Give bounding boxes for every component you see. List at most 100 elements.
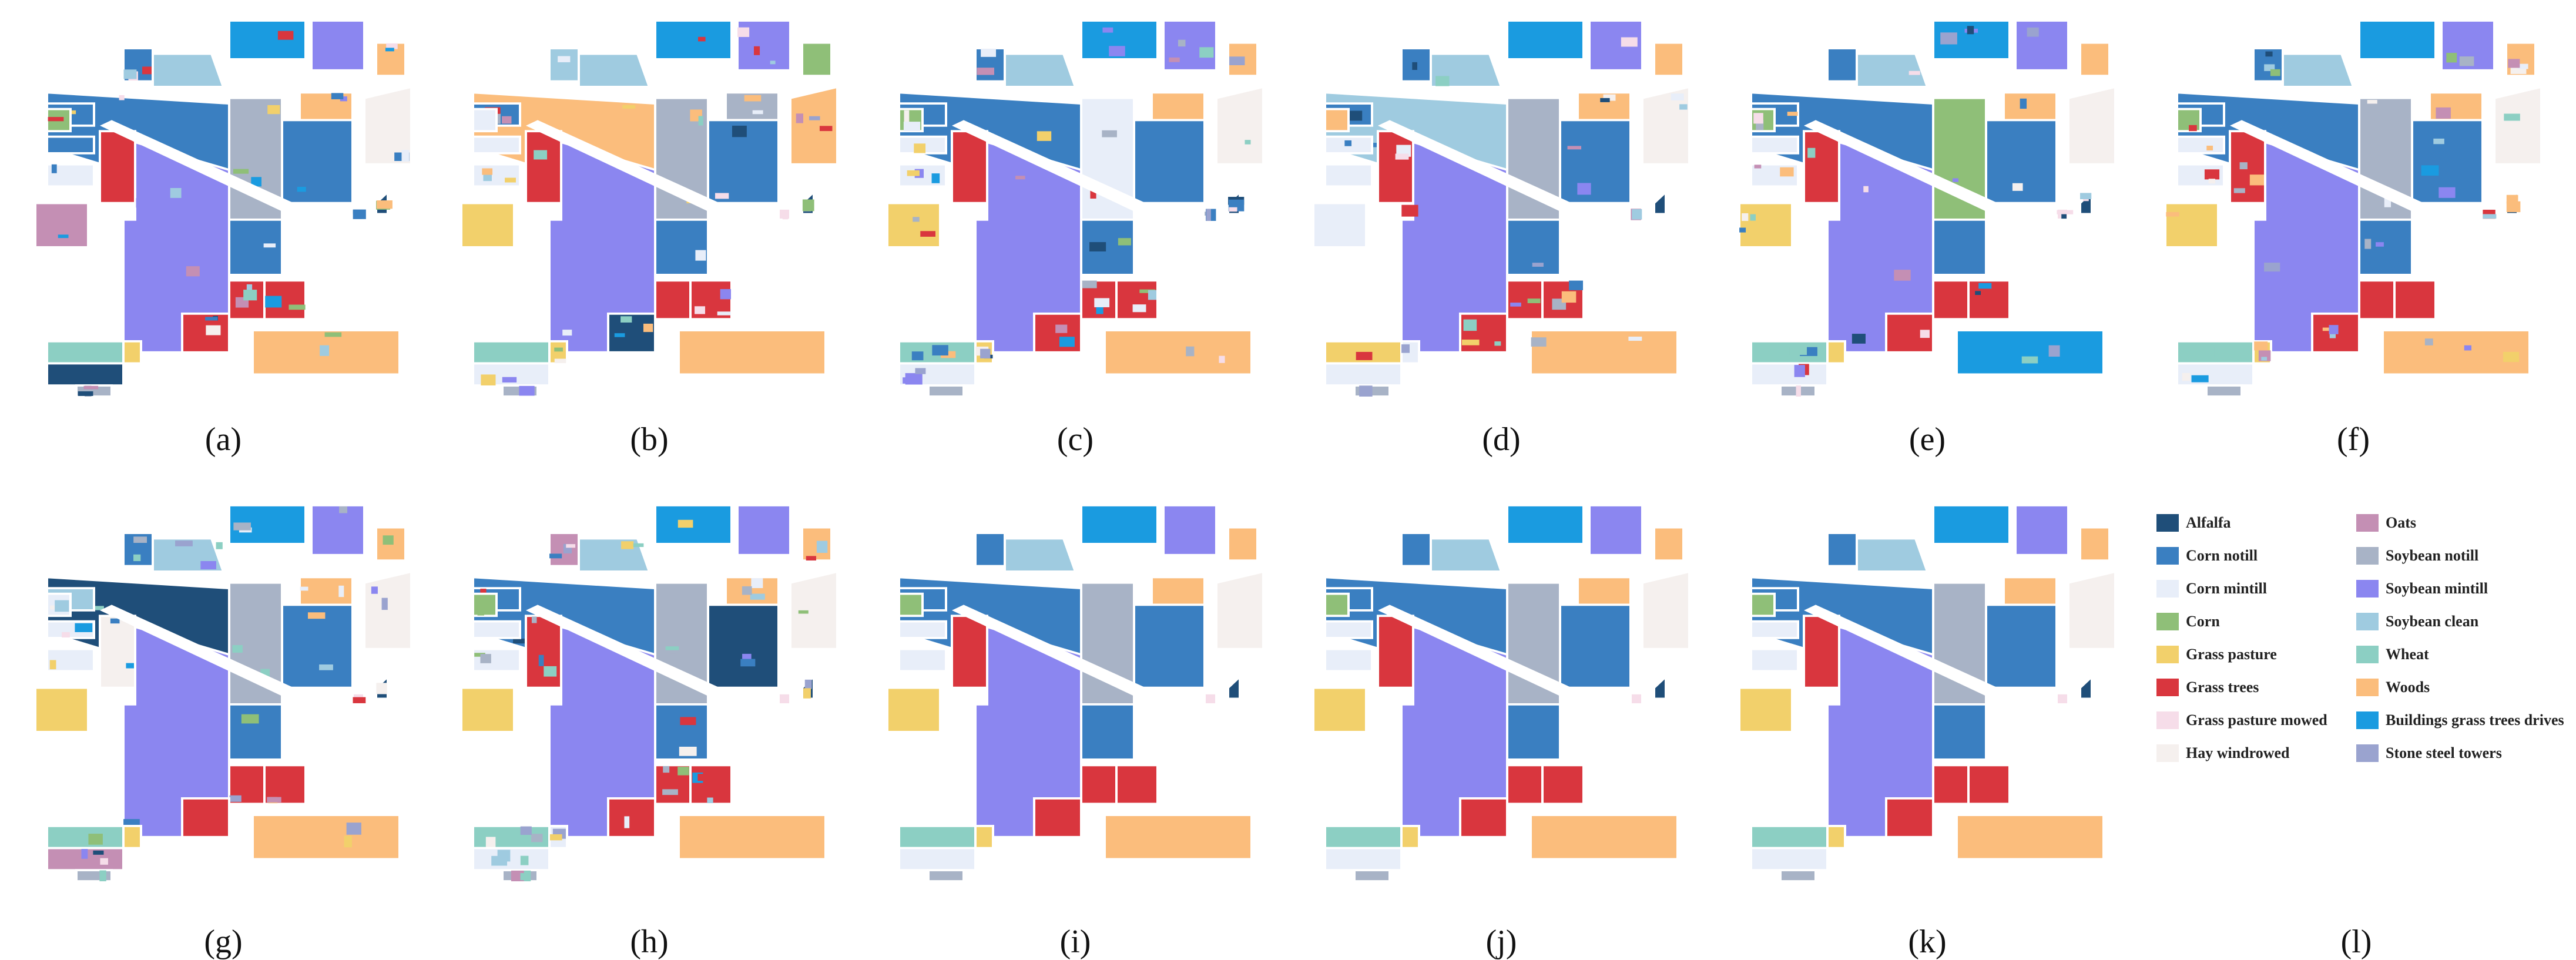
noise-patch xyxy=(677,767,689,776)
noise-patch xyxy=(1600,98,1610,102)
noise-patch xyxy=(913,217,920,222)
noise-patch xyxy=(1356,351,1373,360)
field-16 xyxy=(228,218,283,276)
noise-patch xyxy=(798,610,809,614)
noise-patch xyxy=(513,638,530,644)
field-3 xyxy=(1588,21,1643,72)
noise-patch xyxy=(1344,140,1352,146)
noise-patch xyxy=(1894,270,1911,281)
noise-patch xyxy=(1055,324,1068,333)
field-4 xyxy=(1227,526,1259,562)
field-21 xyxy=(898,825,977,850)
legend-swatch xyxy=(2156,646,2179,663)
noise-patch xyxy=(1169,57,1180,62)
field-3 xyxy=(1162,505,1217,556)
noise-patch xyxy=(505,177,516,183)
noise-patch xyxy=(2166,212,2179,217)
noise-patch xyxy=(51,164,57,173)
noise-patch xyxy=(1967,26,1974,35)
field-20 xyxy=(677,814,827,861)
noise-patch xyxy=(1852,334,1866,344)
classification-map-b xyxy=(461,21,837,397)
noise-patch xyxy=(679,746,697,756)
field-20 xyxy=(1103,814,1253,861)
noise-patch xyxy=(1527,298,1541,304)
noise-patch xyxy=(1567,146,1582,150)
noise-patch xyxy=(524,870,531,881)
field-13 xyxy=(1750,135,1799,155)
noise-patch xyxy=(816,541,828,553)
noise-patch xyxy=(277,31,294,40)
noise-patch xyxy=(1750,214,1756,221)
noise-patch xyxy=(1975,291,1981,296)
noise-patch xyxy=(1510,303,1521,307)
noise-patch xyxy=(119,95,125,100)
noise-patch xyxy=(695,250,706,261)
noise-patch xyxy=(229,795,242,802)
noise-patch xyxy=(58,234,69,239)
legend-label: Corn xyxy=(2186,613,2220,630)
field-6 xyxy=(1215,86,1263,166)
noise-patch xyxy=(1679,104,1688,110)
field-27 xyxy=(1203,692,1217,706)
noise-patch xyxy=(233,169,249,174)
noise-patch xyxy=(1102,130,1117,137)
legend-swatch xyxy=(2356,613,2379,630)
noise-patch xyxy=(243,290,257,301)
field-0 xyxy=(974,532,1006,568)
field-4 xyxy=(2079,526,2111,562)
field-23 xyxy=(1826,825,1846,850)
noise-patch xyxy=(2208,179,2216,184)
noise-patch xyxy=(1245,140,1251,145)
field-14 xyxy=(1750,647,1799,673)
noise-patch xyxy=(1118,238,1131,246)
noise-patch xyxy=(1132,304,1146,313)
legend-label: Corn mintill xyxy=(2186,580,2267,597)
field-18 xyxy=(263,764,307,805)
noise-patch xyxy=(267,105,280,115)
noise-patch xyxy=(1094,298,1110,307)
noise-patch xyxy=(93,850,104,855)
noise-patch xyxy=(48,117,64,122)
field-23 xyxy=(1826,340,1846,365)
noise-patch xyxy=(233,522,251,531)
noise-patch xyxy=(2421,165,2439,176)
field-5 xyxy=(1151,91,1206,122)
field-22 xyxy=(1324,847,1403,872)
noise-patch xyxy=(662,789,678,795)
field-20 xyxy=(1103,329,1253,376)
noise-patch xyxy=(1787,112,1798,116)
legend-label: Soybean mintill xyxy=(2386,580,2488,597)
noise-patch xyxy=(2446,52,2457,63)
field-13 xyxy=(898,620,947,639)
field-25 xyxy=(1750,592,1776,617)
field-22 xyxy=(1324,362,1403,387)
field-25 xyxy=(1324,108,1350,133)
caption-c: (c) xyxy=(1056,421,1094,458)
field-1 xyxy=(1004,52,1077,88)
noise-patch xyxy=(1754,165,1762,169)
noise-patch xyxy=(261,744,279,750)
noise-patch xyxy=(1632,209,1642,220)
classification-map-j xyxy=(1313,505,1689,881)
noise-patch xyxy=(1199,47,1214,58)
map-svg-b xyxy=(461,21,837,397)
noise-patch xyxy=(614,333,625,337)
road-stripe xyxy=(100,605,294,696)
classification-map-c xyxy=(887,21,1263,397)
legend-item: Hay windrowed xyxy=(2156,741,2290,765)
field-10 xyxy=(525,615,562,689)
legend-label: Alfalfa xyxy=(2186,514,2231,531)
field-0 xyxy=(1400,532,1432,568)
legend-swatch xyxy=(2156,679,2179,696)
noise-patch xyxy=(2264,262,2280,272)
noise-patch xyxy=(2012,183,2023,191)
noise-patch xyxy=(340,96,347,102)
noise-patch xyxy=(1947,301,1952,312)
noise-patch xyxy=(670,653,677,657)
noise-patch xyxy=(339,506,348,513)
field-4 xyxy=(1653,526,1685,562)
noise-patch xyxy=(1008,226,1017,231)
noise-patch xyxy=(376,200,393,209)
